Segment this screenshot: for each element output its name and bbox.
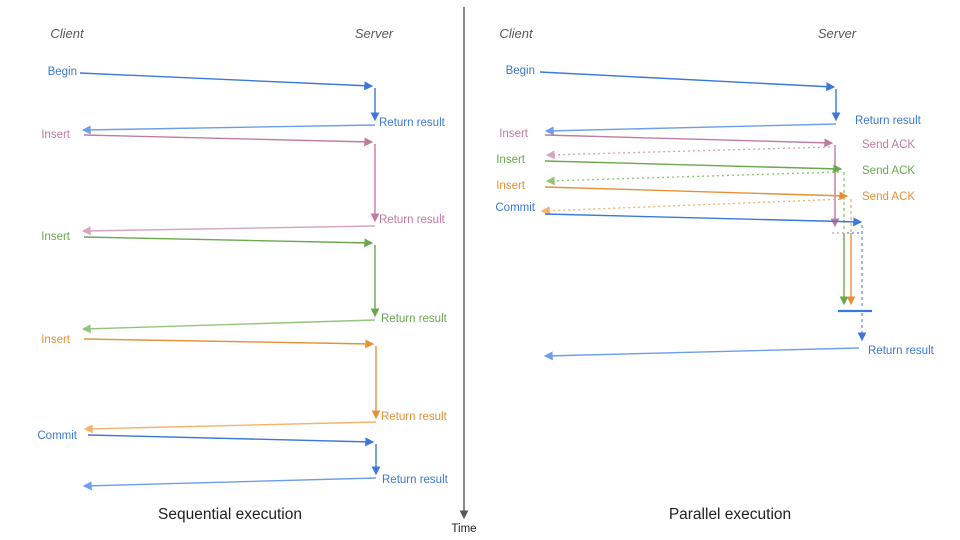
seq-insert3-result-label: Return result	[381, 411, 448, 423]
seq-insert2-return-line	[81, 319, 376, 334]
seq-insert2-result-label: Return result	[381, 313, 448, 325]
seq-title: Sequential execution	[158, 506, 302, 523]
par-final-result-label: Return result	[868, 345, 935, 357]
par-server-heading: Server	[818, 26, 857, 41]
seq-insert1-label: Insert	[41, 129, 71, 141]
par-commit-label: Commit	[495, 202, 535, 214]
seq-insert3-request-line	[83, 338, 375, 349]
par-begin-result-label: Return result	[855, 115, 922, 127]
seq-client-heading: Client	[50, 26, 85, 41]
par-title: Parallel execution	[669, 506, 791, 523]
seq-insert1-result-label: Return result	[379, 214, 446, 226]
par-begin-return-line	[544, 123, 837, 136]
seq-insert3-label: Insert	[41, 334, 71, 346]
seq-begin-request-line	[79, 72, 374, 91]
seq-server-heading: Server	[355, 26, 394, 41]
par-insert1-ack-label: Send ACK	[862, 139, 915, 151]
par-insert2-ack-label: Send ACK	[862, 165, 915, 177]
par-insert2-ack-line	[545, 171, 840, 186]
par-client-heading: Client	[499, 26, 534, 41]
par-begin-request-line	[539, 71, 836, 92]
seq-begin-result-label: Return result	[379, 117, 446, 129]
seq-begin-label: Begin	[48, 66, 77, 78]
par-insert1-request-line	[544, 134, 834, 148]
time-axis-label: Time	[451, 523, 476, 535]
par-insert1-label: Insert	[499, 128, 529, 140]
par-insert3-request-line	[544, 186, 849, 201]
par-insert3-ack-line	[540, 198, 846, 216]
par-commit-request-line	[544, 213, 863, 227]
seq-commit-label: Commit	[37, 430, 77, 442]
seq-insert3-return-line	[83, 421, 377, 434]
par-insert3-label: Insert	[496, 180, 526, 192]
seq-insert1-return-line	[81, 225, 376, 236]
seq-commit-request-line	[87, 434, 375, 447]
seq-insert1-request-line	[83, 134, 374, 147]
par-final-return-line	[543, 347, 860, 361]
seq-commit-result-label: Return result	[382, 474, 449, 486]
par-insert1-ack-line	[545, 146, 831, 160]
par-insert2-request-line	[544, 160, 843, 174]
par-insert2-label: Insert	[496, 154, 526, 166]
seq-begin-return-line	[81, 124, 376, 135]
seq-insert2-request-line	[83, 236, 374, 248]
seq-commit-return-line	[82, 477, 377, 491]
par-insert3-ack-label: Send ACK	[862, 191, 915, 203]
seq-insert2-label: Insert	[41, 231, 71, 243]
par-begin-label: Begin	[506, 65, 535, 77]
